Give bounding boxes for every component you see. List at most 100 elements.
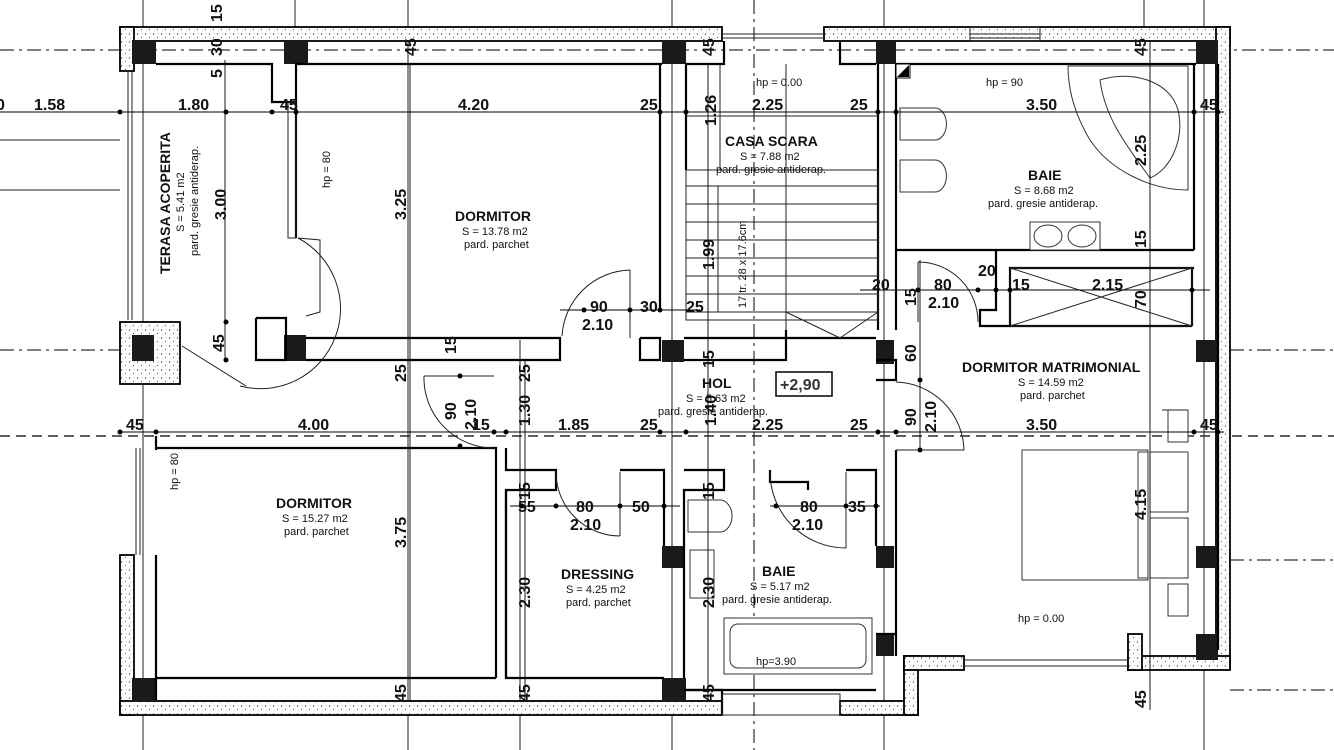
dim-v-mid25: 25 bbox=[393, 364, 410, 382]
dim-d2-15b: 15 bbox=[1012, 277, 1030, 294]
dim-v-dorm1: 3.25 bbox=[393, 189, 410, 220]
dim-top-0: 0 bbox=[0, 97, 5, 114]
dim-v-hol15: 15 bbox=[701, 350, 718, 368]
dim-d4-35: 35 bbox=[848, 499, 866, 516]
dim-mid-6: 1.40 bbox=[703, 395, 720, 426]
dim-top-9: 3.50 bbox=[1026, 97, 1057, 114]
room-finish-terasa: pard. gresie antiderap. bbox=[189, 146, 201, 256]
room-name-terasa: TERASA ACOPERITA bbox=[157, 132, 173, 274]
dim-top-2: 1.80 bbox=[178, 97, 209, 114]
dim-mid-9: 3.50 bbox=[1026, 417, 1057, 434]
room-baie-1: BAIE S = 8.68 m2 pard. gresie antiderap. bbox=[988, 167, 1098, 210]
elevation-mark: +2,90 bbox=[780, 377, 821, 394]
dim-mid-0: 45 bbox=[126, 417, 144, 434]
dim-v-hol210: 2.10 bbox=[923, 401, 940, 432]
room-finish-dormitor-2: pard. parchet bbox=[284, 526, 349, 538]
dim-top-3: 45 bbox=[280, 97, 298, 114]
hp-stair: hp = 0.00 bbox=[756, 77, 802, 89]
dim-mid-3: 1.30 bbox=[517, 395, 534, 426]
dim-top-6: 1.26 bbox=[703, 95, 720, 126]
dim-d1-210: 2.10 bbox=[582, 317, 613, 334]
room-finish-baie-1: pard. gresie antiderap. bbox=[988, 198, 1098, 210]
room-terasa: TERASA ACOPERITA S = 5.41 m2 pard. gresi… bbox=[157, 132, 201, 274]
room-finish-matrimonial: pard. parchet bbox=[1020, 390, 1085, 402]
door-dimensions: 90 2.10 30 25 20 15 80 2.10 20 15 2.15 5… bbox=[518, 263, 1123, 534]
dim-top-10: 45 bbox=[1200, 97, 1218, 114]
dim-v-bot45b: 45 bbox=[517, 684, 534, 702]
dim-v-top45: 45 bbox=[403, 38, 420, 56]
dim-d1-25: 25 bbox=[686, 299, 704, 316]
dim-v-baie15: 15 bbox=[1133, 230, 1150, 248]
room-area-dormitor-1: S = 13.78 m2 bbox=[462, 226, 528, 238]
dim-v-bot45c: 45 bbox=[701, 684, 718, 702]
dim-v-bot45d: 45 bbox=[1133, 690, 1150, 708]
dim-v-dressing: 2.30 bbox=[517, 577, 534, 608]
dim-d2-210: 2.10 bbox=[928, 295, 959, 312]
room-name-baie-2: BAIE bbox=[762, 563, 795, 579]
room-finish-dressing: pard. parchet bbox=[566, 597, 631, 609]
dim-v-hol60: 60 bbox=[903, 344, 920, 362]
dim-v-left45: 45 bbox=[211, 334, 228, 352]
dim-v-mid90: 90 bbox=[443, 402, 460, 420]
elevation-box bbox=[775, 371, 833, 397]
dim-v-top15: 15 bbox=[209, 4, 226, 22]
room-finish-baie-2: pard. gresie antiderap. bbox=[722, 594, 832, 606]
room-finish-hol: pard. gresie antiderap. bbox=[658, 406, 768, 418]
room-name-matrimonial: DORMITOR MATRIMONIAL bbox=[962, 359, 1141, 375]
room-area-baie-1: S = 8.68 m2 bbox=[1014, 185, 1074, 197]
dim-v-baie70: 70 bbox=[1133, 290, 1150, 308]
room-dressing: DRESSING S = 4.25 m2 pard. parchet bbox=[561, 566, 634, 609]
room-casa-scara: CASA SCARA S = 7.88 m2 pard. gresie anti… bbox=[716, 133, 826, 176]
dim-d3-80: 80 bbox=[576, 499, 594, 516]
room-name-dressing: DRESSING bbox=[561, 566, 634, 582]
dimension-lines bbox=[0, 40, 1224, 710]
dim-d3-210: 2.10 bbox=[570, 517, 601, 534]
bathroom-fixtures bbox=[687, 65, 1189, 675]
dim-top-1: 1.58 bbox=[34, 97, 65, 114]
dim-v-stair: 1.99 bbox=[701, 239, 718, 270]
staircase: 17 tr. 28 x 17.6cm bbox=[685, 63, 911, 339]
dim-d1-90: 90 bbox=[590, 299, 608, 316]
dimension-ticks bbox=[117, 109, 1221, 509]
dim-d2-20b: 20 bbox=[978, 263, 996, 280]
dim-v-dorm2: 3.75 bbox=[393, 517, 410, 548]
dim-d4-210: 2.10 bbox=[792, 517, 823, 534]
dim-v-mid25b: 25 bbox=[517, 364, 534, 382]
vertical-dimensions: 15 30 5 45 45 45 3.00 3.25 1.99 2.25 15 … bbox=[209, 4, 1150, 708]
room-dormitor-matrimonial: DORMITOR MATRIMONIAL S = 14.59 m2 pard. … bbox=[962, 359, 1141, 402]
room-area-baie-2: S = 5.17 m2 bbox=[750, 581, 810, 593]
dim-top-5: 25 bbox=[640, 97, 658, 114]
dim-mid-5: 25 bbox=[640, 417, 658, 434]
room-area-casa-scara: S = 7.88 m2 bbox=[740, 151, 800, 163]
room-finish-dormitor-1: pard. parchet bbox=[464, 239, 529, 251]
dim-v-top5: 5 bbox=[209, 69, 226, 78]
dim-d2-15: 15 bbox=[903, 288, 920, 306]
dim-top-4: 4.20 bbox=[458, 97, 489, 114]
dim-v-mid15: 15 bbox=[443, 336, 460, 354]
room-name-baie-1: BAIE bbox=[1028, 167, 1061, 183]
dim-mid-7: 2.25 bbox=[752, 417, 783, 434]
room-name-dormitor-1: DORMITOR bbox=[455, 208, 531, 224]
dim-v-baie215: 15 bbox=[701, 482, 718, 500]
dim-v-baie2: 2.30 bbox=[701, 577, 718, 608]
dim-mid-4: 1.85 bbox=[558, 417, 589, 434]
room-dormitor-2: DORMITOR S = 15.27 m2 pard. parchet bbox=[276, 495, 352, 538]
dim-v-baie225: 2.25 bbox=[1133, 135, 1150, 166]
dim-d3-50: 50 bbox=[632, 499, 650, 516]
hp-terasa: hp = 80 bbox=[321, 151, 333, 188]
room-dormitor-1: DORMITOR S = 13.78 m2 pard. parchet bbox=[455, 208, 531, 251]
hp-bath: hp=3.90 bbox=[756, 656, 796, 668]
room-area-hol: S = 5.63 m2 bbox=[686, 393, 746, 405]
dim-d2-20: 20 bbox=[872, 277, 890, 294]
dim-d1-30: 30 bbox=[640, 299, 658, 316]
dim-mid-10: 45 bbox=[1200, 417, 1218, 434]
room-finish-casa-scara: pard. gresie antiderap. bbox=[716, 164, 826, 176]
hp-baie-top: hp = 90 bbox=[986, 77, 1023, 89]
hp-dorm2: hp = 80 bbox=[169, 453, 181, 490]
dim-v-terasa: 3.00 bbox=[213, 189, 230, 220]
room-name-hol: HOL bbox=[702, 375, 732, 391]
dim-v-45a: 45 bbox=[701, 38, 718, 56]
dim-v-top30: 30 bbox=[209, 38, 226, 56]
stair-label: 17 tr. 28 x 17.6cm bbox=[737, 221, 749, 308]
